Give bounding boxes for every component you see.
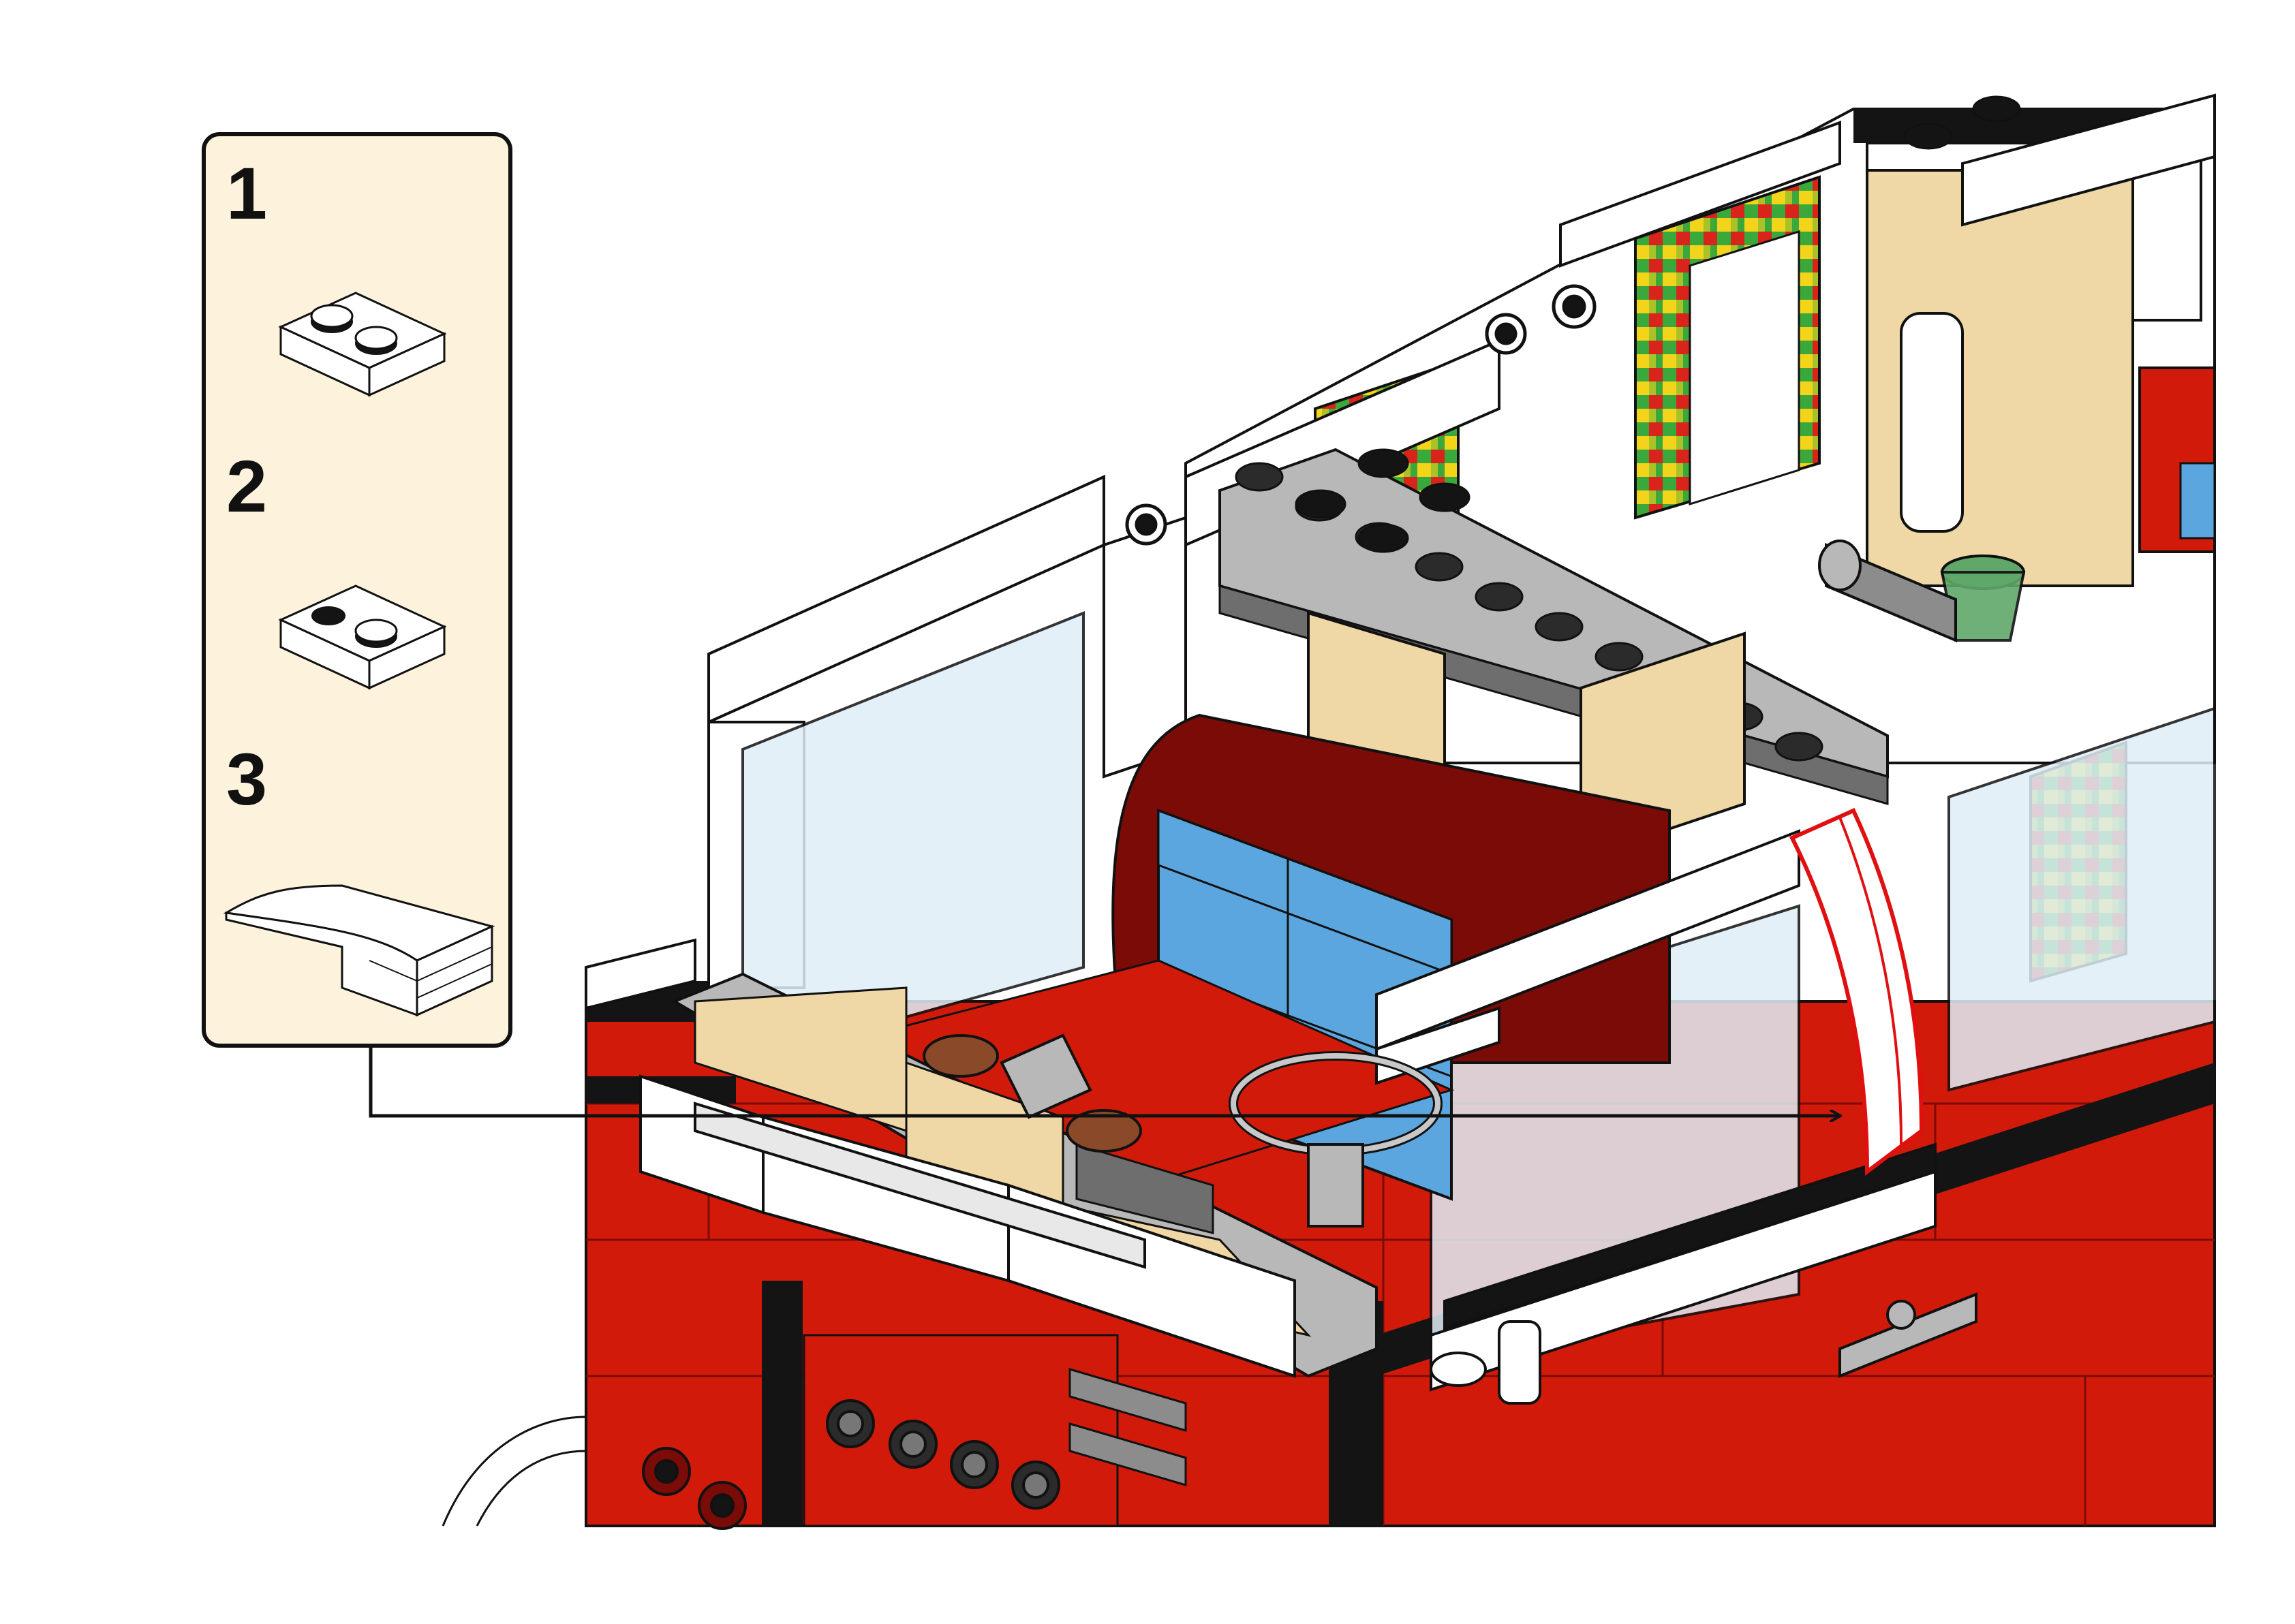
white-front-bricks xyxy=(639,1074,1296,1378)
gray-lamp-arm xyxy=(1818,540,1957,643)
technic-pins xyxy=(1125,284,1597,546)
step-number-2: 2 xyxy=(226,445,268,527)
door-seam-left xyxy=(762,1281,803,1526)
highlighted-new-part xyxy=(1789,808,1924,1176)
door-side-bricks xyxy=(1430,1142,1937,1392)
door-handle xyxy=(1838,1292,1977,1378)
side-round-studs xyxy=(642,1399,1060,1530)
cabinet-window xyxy=(1900,312,1964,533)
step-number-1: 1 xyxy=(226,152,268,234)
gray-side-slabs xyxy=(1068,1367,1187,1487)
steering-wheel xyxy=(1229,1051,1443,1228)
curved-slope-icon xyxy=(223,884,495,1017)
callout-arrow xyxy=(369,1048,1840,1116)
parts-callout: 1 2 3 xyxy=(202,132,512,1048)
gray-bracket xyxy=(1000,1033,1092,1119)
white-plate-studs xyxy=(1295,95,2021,553)
wheel-arch xyxy=(442,1416,587,1527)
jumper-plate-icon xyxy=(278,584,447,690)
step-number-3: 3 xyxy=(226,738,268,820)
plate-1x2-icon xyxy=(278,292,447,397)
brown-dials xyxy=(923,1034,1142,1153)
front-clip xyxy=(1430,1320,1541,1405)
